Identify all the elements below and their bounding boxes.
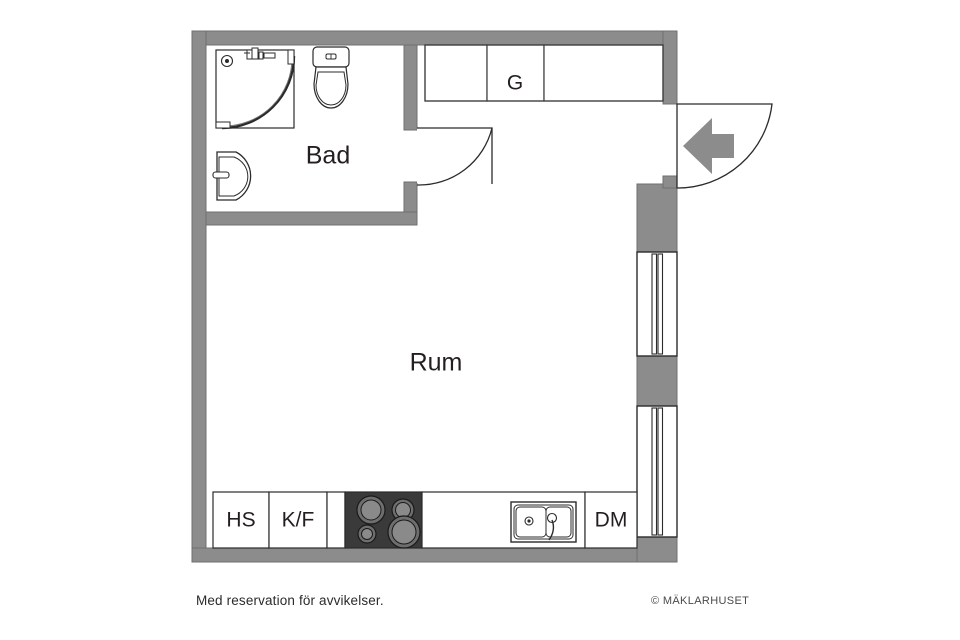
burner-back-left-inner xyxy=(360,499,382,521)
kitchen-bench-a xyxy=(326,491,346,549)
shower-post-bottom xyxy=(215,121,231,129)
toilet-seat xyxy=(315,71,347,106)
sink-faucet-spout xyxy=(548,519,555,541)
shower-mixer-b xyxy=(251,47,259,60)
storage-label-g: G xyxy=(507,72,523,95)
bathroom-door-fill xyxy=(417,128,492,194)
burner-front-left-inner xyxy=(361,528,373,540)
wall-right-upper xyxy=(662,30,678,105)
shower-drain-center xyxy=(225,59,229,63)
burner-back-right-inner xyxy=(395,502,411,518)
room-label-rum: Rum xyxy=(410,349,463,377)
washbasin-bowl xyxy=(218,156,249,197)
wall-bath-right-upper xyxy=(403,44,418,131)
wardrobe-unit-left xyxy=(424,44,488,102)
shower-fixture xyxy=(215,47,296,130)
kitchen-label-kf: K/F xyxy=(282,509,315,532)
kitchen-label-dm: DM xyxy=(595,509,628,532)
kitchen-sink-fixture xyxy=(510,501,577,543)
bathroom-door-leaf xyxy=(417,127,493,184)
shower-mixer-c xyxy=(258,51,264,60)
washbasin-faucet-icon xyxy=(212,171,230,179)
shower-glass-inner xyxy=(223,57,293,127)
wall-right-doorjamb xyxy=(662,175,678,189)
kitchen-unit-kf xyxy=(268,491,328,549)
kitchen-unit-hs xyxy=(212,491,270,549)
entrance-arrow-icon xyxy=(683,118,734,174)
bathroom-door-arc xyxy=(416,127,493,186)
wardrobe-unit-right xyxy=(543,44,664,102)
wall-right-pier xyxy=(636,355,678,407)
window-lower xyxy=(636,405,678,538)
wall-right-between-door-window1 xyxy=(636,183,678,253)
hall-wardrobe-row xyxy=(424,44,664,102)
wall-bottom xyxy=(191,547,678,563)
wall-right-lower xyxy=(636,536,678,563)
wall-bath-right-lower xyxy=(403,181,418,213)
entrance-door xyxy=(676,103,773,189)
wardrobe-unit-g xyxy=(486,44,545,102)
sink-drain-center xyxy=(527,519,531,523)
window-upper xyxy=(636,251,678,357)
shower-head-arm xyxy=(263,52,276,59)
toilet-fixture xyxy=(312,46,350,109)
wall-top xyxy=(191,30,678,46)
wall-left xyxy=(191,30,207,563)
bathroom-door xyxy=(416,127,493,194)
shower-mixer-a xyxy=(246,49,253,60)
windows-group xyxy=(636,251,678,538)
kitchen-row xyxy=(212,491,638,549)
cooktop-burners xyxy=(356,495,421,549)
kitchen-unit-dm xyxy=(584,491,638,549)
wall-bath-bottom xyxy=(205,211,418,226)
wardrobe-row-outline xyxy=(424,44,664,102)
walls-group xyxy=(191,30,678,563)
shower-post-top xyxy=(287,49,295,65)
room-label-bad: Bad xyxy=(306,142,350,170)
kitchen-label-hs: HS xyxy=(226,509,255,532)
washbasin-fixture xyxy=(212,151,252,201)
sink-faucet-base-icon xyxy=(546,512,558,524)
shower-glass-door xyxy=(221,55,296,130)
burner-front-right-inner xyxy=(391,519,417,545)
labels-group: Bad Rum G HS K/F DM xyxy=(226,72,627,532)
